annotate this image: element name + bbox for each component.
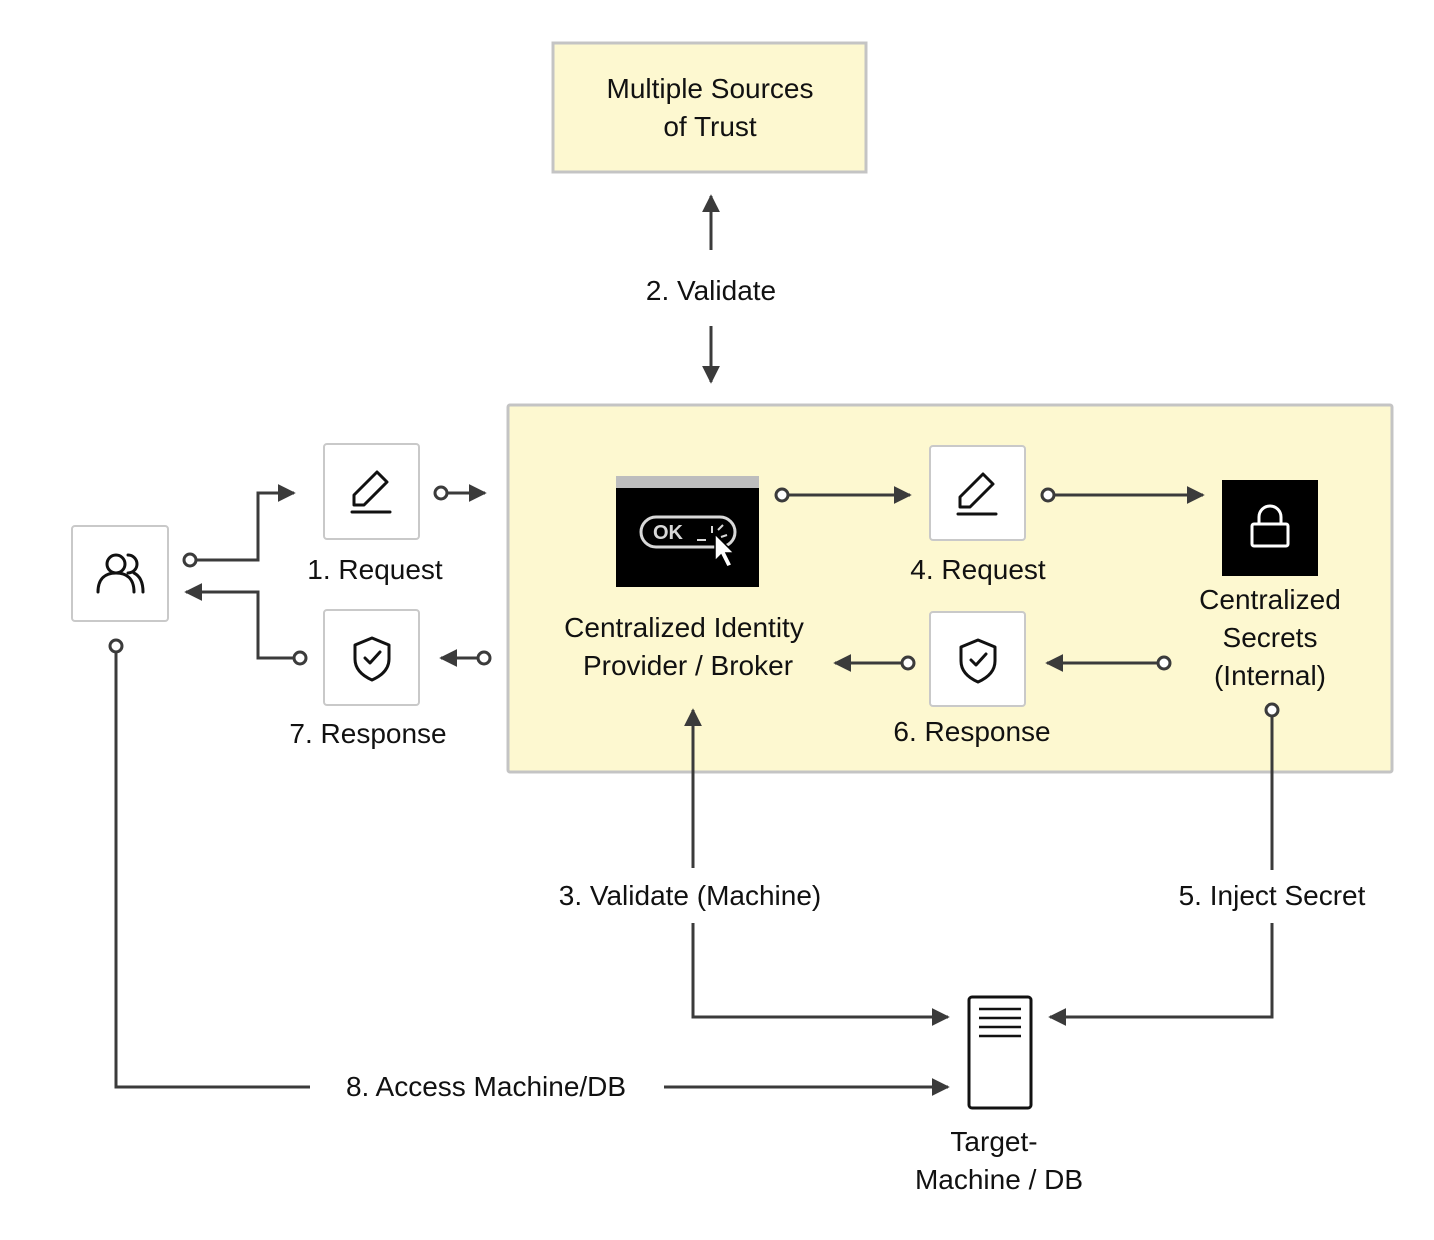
ok-button-cursor-icon: OK xyxy=(639,515,737,568)
response-card-7[interactable] xyxy=(323,609,420,706)
step-1-label: 1. Request xyxy=(307,554,443,585)
ok-button-text: OK xyxy=(653,522,684,544)
shield-check-icon xyxy=(959,638,997,684)
request4-to-secrets-dot xyxy=(1040,487,1056,503)
provider-to-response-dot xyxy=(476,650,492,666)
step-6-label: 6. Response xyxy=(893,716,1050,747)
server-icon[interactable] xyxy=(967,995,1033,1110)
identity-provider-label-line1: Centralized Identity xyxy=(564,612,804,643)
response-to-users-arrow xyxy=(184,583,300,660)
identity-provider-tile[interactable]: OK xyxy=(616,476,759,587)
pen-icon xyxy=(350,470,392,514)
lock-icon xyxy=(1250,504,1290,548)
response-card-6[interactable] xyxy=(929,611,1026,707)
users-to-request-start-dot xyxy=(182,552,198,568)
step-3-label: 3. Validate (Machine) xyxy=(559,880,822,911)
shield-check-icon xyxy=(353,636,391,682)
step-4-label: 4. Request xyxy=(910,554,1046,585)
users-icon xyxy=(96,553,145,594)
secrets-to-response6-dot xyxy=(1156,655,1172,671)
secrets-tile[interactable] xyxy=(1222,480,1318,576)
secrets-label-line2: Secrets xyxy=(1223,622,1318,653)
step-5-label: 5. Inject Secret xyxy=(1179,880,1366,911)
step-2-label: 2. Validate xyxy=(646,275,776,306)
request-card-1[interactable] xyxy=(323,443,420,540)
validate-machine-to-target-arrow xyxy=(691,923,950,1026)
access-machine-line xyxy=(114,646,310,1089)
response-to-users-dot xyxy=(292,650,308,666)
pen-icon xyxy=(956,472,998,516)
identity-provider-label-line2: Provider / Broker xyxy=(583,650,793,681)
users-to-request-arrow xyxy=(190,484,296,562)
sources-of-trust-title-line2: of Trust xyxy=(663,111,757,142)
step-8-label: 8. Access Machine/DB xyxy=(346,1071,626,1102)
response6-to-provider-dot xyxy=(900,655,916,671)
sources-of-trust-title-line1: Multiple Sources xyxy=(607,73,814,104)
request-to-provider-dot xyxy=(433,485,449,501)
sources-of-trust-box xyxy=(551,41,868,174)
target-label-line1: Target- xyxy=(950,1126,1037,1157)
secrets-label-line1: Centralized xyxy=(1199,584,1341,615)
target-label-line2: Machine / DB xyxy=(915,1164,1083,1195)
provider-to-request4-dot xyxy=(774,487,790,503)
step-7-label: 7. Response xyxy=(289,718,446,749)
inject-secret-start-dot xyxy=(1264,702,1280,718)
request-card-4[interactable] xyxy=(929,445,1026,541)
inject-secret-to-target-arrow xyxy=(1048,923,1274,1026)
access-machine-start-dot xyxy=(108,638,124,654)
secrets-label-line3: (Internal) xyxy=(1214,660,1326,691)
